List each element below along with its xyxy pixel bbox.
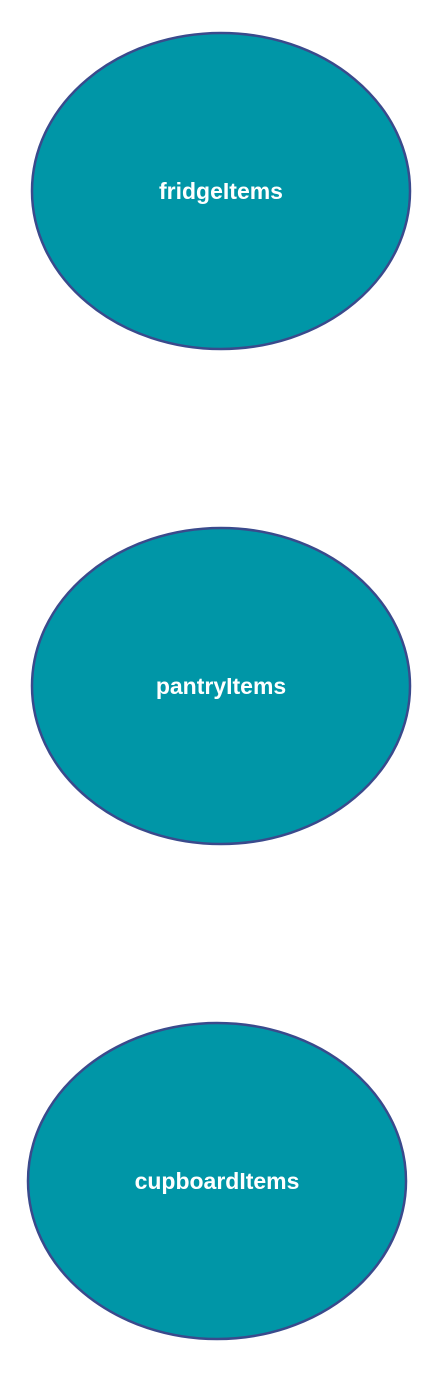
node-cupboard-items[interactable]: cupboardItems: [26, 1021, 408, 1341]
node-label: cupboardItems: [135, 1168, 300, 1194]
node-ellipse: [26, 1021, 408, 1341]
node-fridge-items[interactable]: fridgeItems: [30, 31, 412, 351]
node-label: fridgeItems: [159, 178, 283, 204]
node-label: pantryItems: [156, 673, 286, 699]
node-ellipse: [30, 31, 412, 351]
node-pantry-items[interactable]: pantryItems: [30, 526, 412, 846]
node-ellipse: [30, 526, 412, 846]
